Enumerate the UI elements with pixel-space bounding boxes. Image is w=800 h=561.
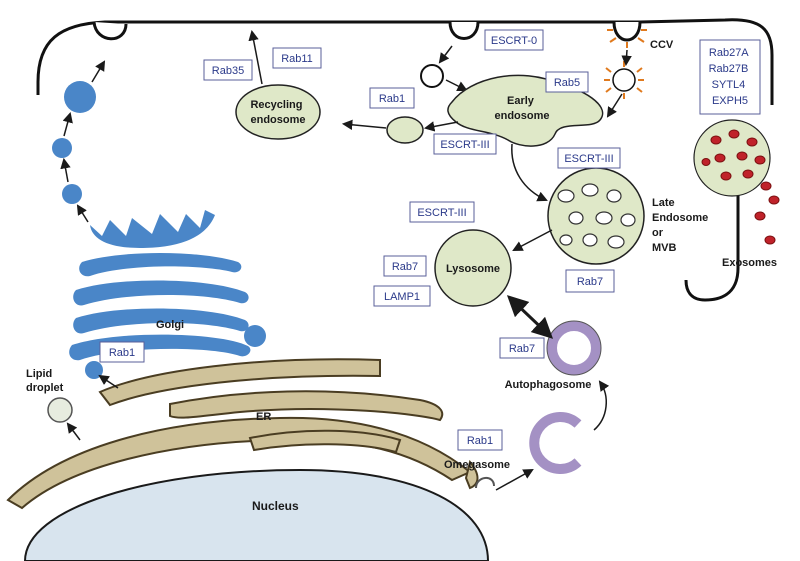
arrow-pit-vesicle	[438, 45, 453, 64]
golgi-vesicle-3	[64, 81, 96, 113]
rab1-golgi-box: Rab1	[99, 341, 145, 363]
svg-text:ESCRT-III: ESCRT-III	[440, 139, 489, 151]
exosomes-label: Exosomes	[722, 257, 777, 269]
arrow-golgi-vesicle1	[76, 204, 89, 223]
endoplasmic-reticulum	[6, 358, 479, 510]
rab7-mvb-box: Rab7	[565, 269, 615, 293]
escrt0-box: ESCRT-0	[484, 29, 544, 51]
svg-text:Rab1: Rab1	[467, 435, 493, 447]
arrow-er-lipid	[66, 422, 81, 441]
svg-text:LAMP1: LAMP1	[384, 291, 420, 303]
svg-text:Rab27A Rab27B SYTL: Rab27A Rab27B SYTL4 EXPH5	[709, 47, 752, 107]
rab5-box: Rab5	[545, 71, 589, 93]
arrow-early-late	[511, 143, 548, 202]
arrow-early-vesicle	[423, 121, 459, 132]
arrow-vesicle1-2	[60, 157, 71, 183]
lipid-droplet	[47, 397, 73, 423]
arrow-vesicle3-pm	[91, 60, 106, 83]
omegasome-phagophore	[529, 412, 582, 474]
rab11-box: Rab11	[272, 47, 322, 69]
rab1-vesicle	[386, 116, 424, 144]
exosome-particles	[701, 129, 766, 181]
recycling-endosome-label: Recycling endosome	[250, 99, 305, 126]
fusion-pore-left	[92, 21, 128, 41]
golgi-vesicle-4	[244, 325, 266, 347]
recycling-endosome	[235, 84, 321, 140]
autophagosome-label: Autophagosome	[505, 379, 592, 391]
arrow-omega-auto	[593, 380, 610, 431]
lamp1-box: LAMP1	[373, 285, 431, 307]
lysosome	[434, 229, 512, 307]
svg-text:Rab11: Rab11	[281, 53, 313, 65]
arrow-ccvpit-vesicle	[621, 49, 632, 67]
arrow-vesicle-early	[445, 79, 468, 91]
endocytic-vesicle	[420, 64, 444, 88]
svg-text:ESCRT-III: ESCRT-III	[564, 153, 613, 165]
rab7-lysosome-box: Rab7	[383, 255, 427, 277]
svg-text:ESCRT-III: ESCRT-III	[417, 207, 466, 219]
ccv-pit	[612, 21, 642, 42]
nucleus-label: Nucleus	[252, 499, 299, 513]
svg-text:Rab7: Rab7	[509, 343, 535, 355]
arrow-er-omegasome	[495, 468, 534, 491]
early-endosome-label: Early endosome	[494, 95, 549, 122]
exosome-regulators-box: Rab27A Rab27B SYTL4 EXPH5	[699, 39, 761, 115]
endocytic-pit-escrt	[448, 21, 480, 40]
golgi-vesicle-1	[62, 184, 82, 204]
omegasome-label: Omegasome	[444, 459, 510, 471]
autophagosome-outline	[546, 320, 602, 376]
arrow-ccv-early	[606, 93, 623, 118]
er-label: ER	[256, 411, 271, 423]
arrow-vesicle-recycling	[341, 119, 387, 131]
svg-text:Rab5: Rab5	[554, 77, 580, 89]
svg-text:Rab1: Rab1	[379, 93, 405, 105]
arrow-er-golgi	[98, 374, 119, 389]
svg-text:Rab35: Rab35	[212, 65, 244, 77]
intraluminal-vesicles	[557, 183, 636, 249]
nucleus	[23, 468, 490, 561]
lipid-droplet-label: Lipid droplet	[26, 368, 64, 394]
svg-text:Rab7: Rab7	[392, 261, 418, 273]
autophagosome	[547, 321, 601, 375]
late-endosome-label: Late Endosome or MVB	[652, 197, 711, 254]
golgi-vesicle-5	[85, 361, 103, 379]
arrow-recycling-pm	[248, 29, 263, 85]
ccv-vesicle	[612, 68, 636, 92]
rab7-autophagosome-box: Rab7	[499, 337, 545, 359]
rab1-omegasome-box: Rab1	[457, 429, 503, 451]
rab1-top-box: Rab1	[369, 87, 415, 109]
escrt3-early-box: ESCRT-III	[433, 133, 497, 155]
plasma-membrane-lower	[684, 185, 740, 302]
ccv-coat-icon	[607, 29, 647, 48]
golgi-vesicle-2	[52, 138, 72, 158]
plasma-membrane	[36, 18, 774, 105]
lysosome-label: Lysosome	[446, 263, 500, 275]
arrow-autophagosome-lysosome	[506, 295, 554, 339]
released-exosomes	[754, 181, 780, 245]
rab35-box: Rab35	[203, 59, 253, 81]
arrow-vesicle2-3	[62, 111, 73, 137]
ccv-label: CCV	[650, 39, 674, 51]
escrt3-lysosome-box: ESCRT-III	[409, 201, 475, 223]
arrow-mvb-lysosome	[512, 229, 553, 251]
escrt3-late-box: ESCRT-III	[557, 147, 621, 169]
omegasome-er-bud	[475, 477, 495, 489]
golgi-label: Golgi	[156, 319, 184, 331]
svg-text:Rab1: Rab1	[109, 347, 135, 359]
svg-text:Rab7: Rab7	[577, 276, 603, 288]
svg-text:ESCRT-0: ESCRT-0	[491, 35, 537, 47]
golgi-apparatus	[69, 210, 251, 361]
